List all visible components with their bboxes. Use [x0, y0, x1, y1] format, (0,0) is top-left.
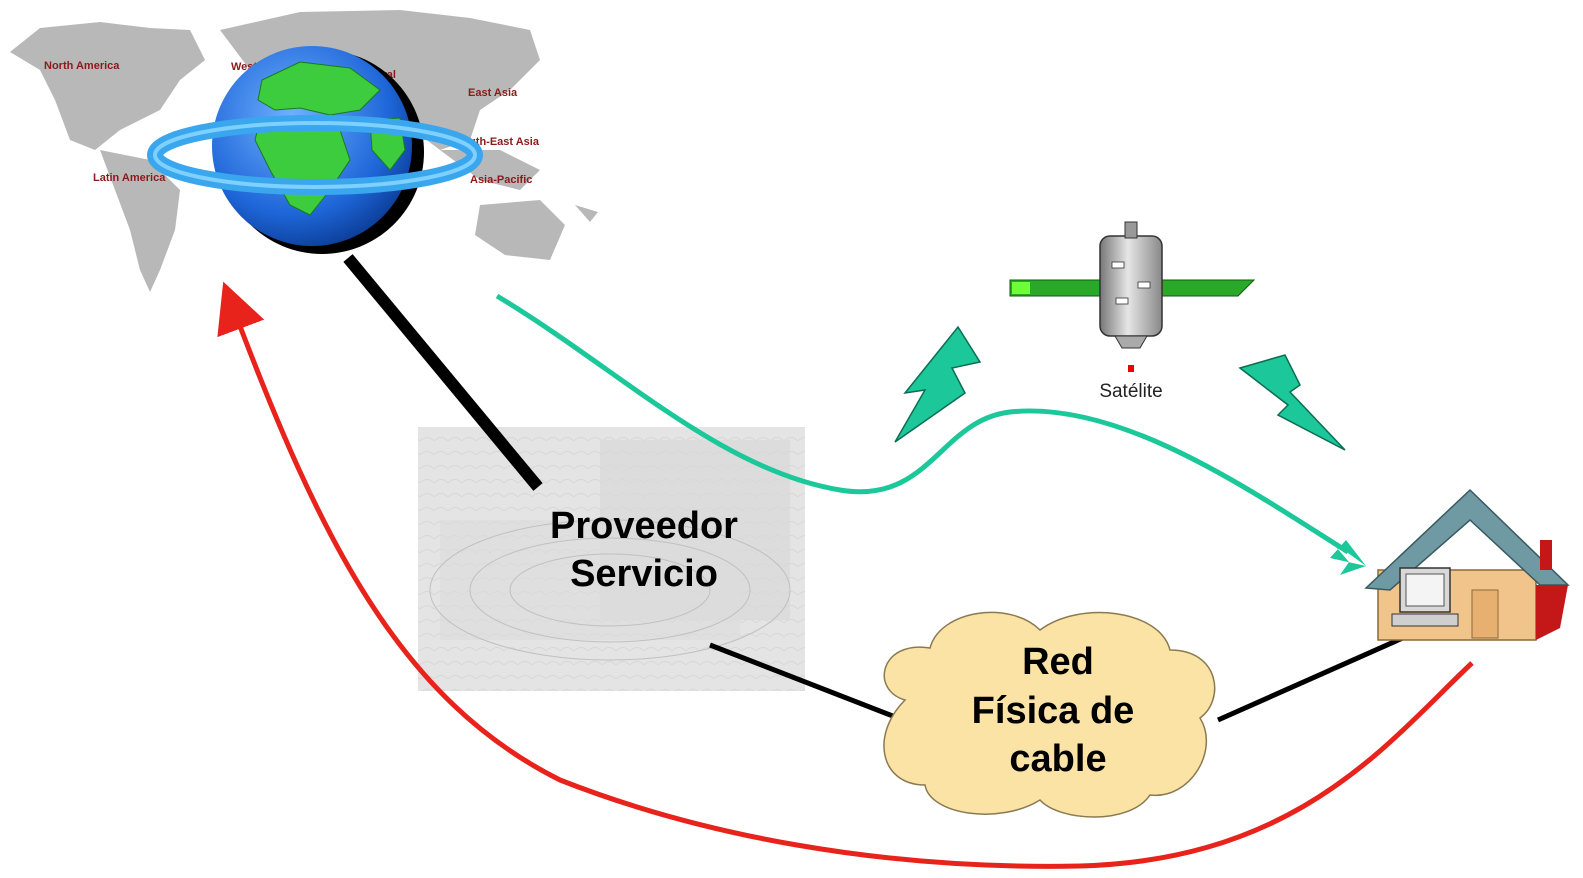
provider-panel [418, 427, 805, 691]
provider-cable [709, 642, 899, 721]
lightning-icon [1238, 354, 1346, 451]
satellite-label: Satélite [1099, 381, 1162, 402]
upload-path [217, 281, 1474, 869]
home-cable [1216, 622, 1434, 723]
network-label-line2: Física de [972, 690, 1135, 732]
provider-label-line1: Proveedor [550, 505, 738, 547]
computer-icon [1391, 567, 1459, 627]
globe-icon [147, 46, 483, 254]
lightning-icon [894, 325, 982, 443]
network-label-line1: Red [1022, 641, 1094, 683]
cloud-icon [883, 611, 1216, 818]
region-label: North America [44, 60, 120, 72]
region-label: Latin America [93, 172, 166, 184]
provider-label-line2: Servicio [570, 553, 718, 595]
house-icon [1364, 488, 1570, 641]
satellite-path [495, 293, 1350, 555]
satellite-icon [1009, 221, 1256, 372]
satellite-path-arrowhead [1330, 540, 1366, 575]
network-label-line3: cable [1009, 738, 1106, 780]
region-label: Asia-Pacific [470, 174, 532, 186]
region-label: East Asia [468, 87, 518, 99]
backbone-cable [343, 254, 543, 491]
